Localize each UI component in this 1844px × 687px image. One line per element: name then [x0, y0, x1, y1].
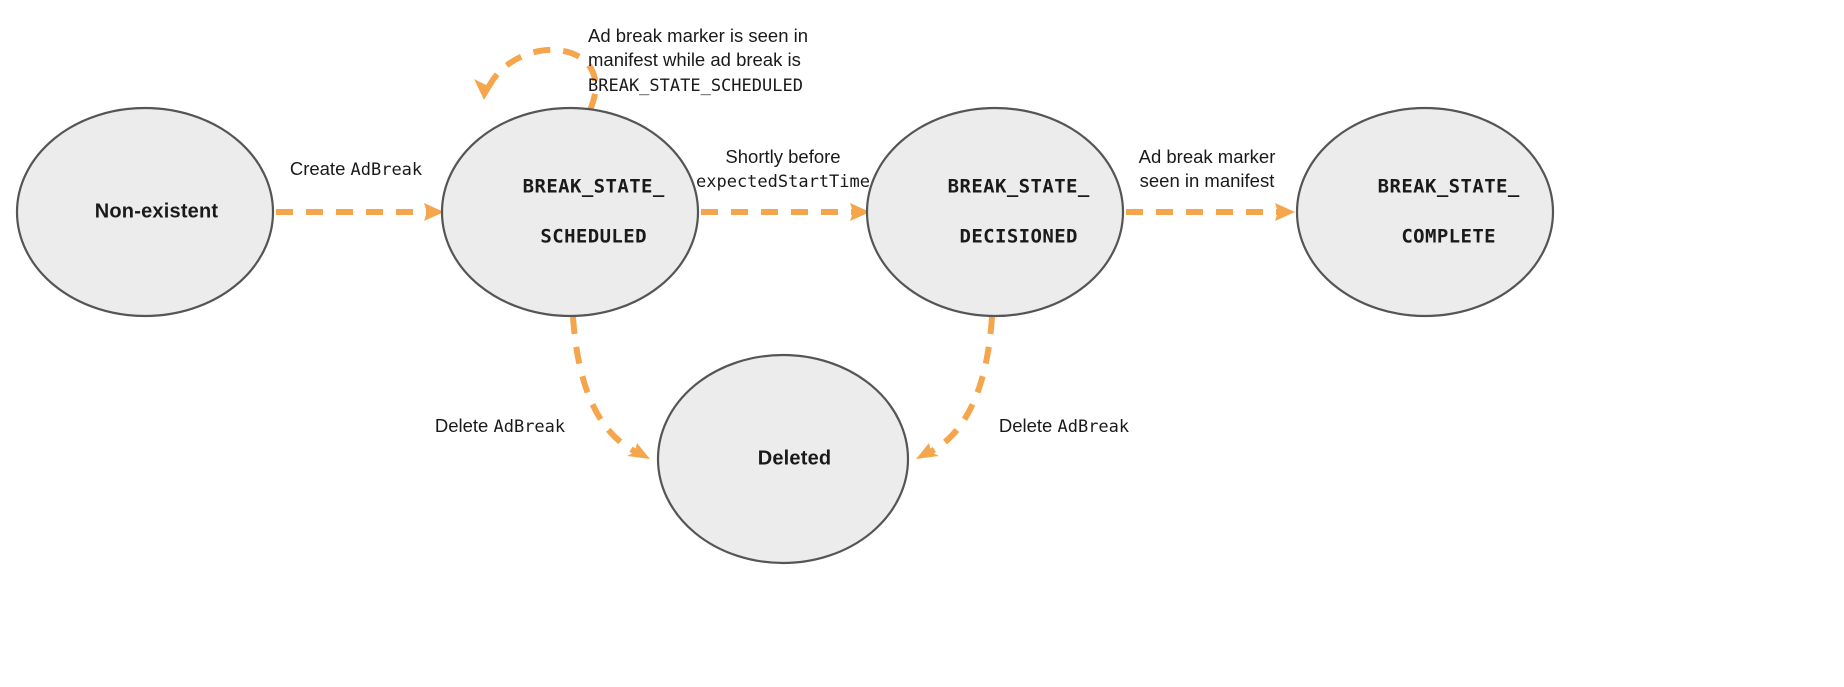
node-label-line2: DECISIONED — [959, 225, 1078, 248]
text-token: Create — [289, 158, 351, 179]
edge-label-line2: seen in manifest — [1139, 169, 1276, 193]
text-token: Delete — [998, 415, 1058, 436]
edge-label-line3: BREAK_STATE_SCHEDULED — [588, 73, 808, 97]
code-token: AdBreak — [1057, 417, 1130, 437]
arrow-head-icon — [474, 79, 496, 100]
edge-label-line2: expectedStartTime — [696, 169, 870, 193]
edge-label-line1: Delete AdBreak — [999, 414, 1129, 438]
node-label-line2: SCHEDULED — [540, 225, 647, 248]
edge-label-delete-from-scheduled: Delete AdBreak — [435, 414, 565, 438]
edge-label-line1: Create AdBreak — [290, 157, 422, 181]
node-break-state-complete[interactable] — [1295, 106, 1555, 318]
node-label-line1: Non-existent — [94, 200, 219, 223]
edge-label-line1: Shortly before — [696, 145, 870, 169]
node-label-line1: BREAK_STATE_ — [947, 175, 1090, 198]
arrow-head-icon — [627, 443, 650, 459]
edge-line — [570, 316, 638, 455]
node-label-break-state-complete: BREAK_STATE_ COMPLETE — [1330, 149, 1520, 274]
edge-self-loop-scheduled — [474, 46, 599, 112]
arrow-head-icon — [424, 203, 444, 221]
code-token: BREAK_STATE_SCHEDULED — [588, 75, 803, 96]
node-label-break-state-decisioned: BREAK_STATE_ DECISIONED — [900, 149, 1090, 274]
code-token: AdBreak — [493, 417, 566, 437]
edge-line — [928, 316, 995, 455]
node-deleted[interactable] — [656, 353, 910, 565]
code-token: AdBreak — [350, 160, 423, 180]
edge-shortly-before — [701, 203, 870, 221]
text-token: Ad break marker — [1138, 146, 1276, 167]
node-label-line1: BREAK_STATE_ — [1377, 175, 1520, 198]
arrow-head-icon — [916, 443, 939, 459]
text-token: manifest while ad break is — [588, 49, 801, 71]
node-label-line1: Deleted — [757, 447, 832, 470]
edge-label-line2: manifest while ad break is — [588, 48, 808, 72]
node-label-break-state-scheduled: BREAK_STATE_ SCHEDULED — [475, 149, 665, 274]
edge-label-create-adbreak: Create AdBreak — [290, 157, 422, 181]
arrow-head-icon — [1275, 203, 1295, 221]
edge-label-delete-from-decisioned: Delete AdBreak — [999, 414, 1129, 438]
node-label-line1: BREAK_STATE_ — [522, 175, 665, 198]
text-token: Delete — [434, 415, 494, 436]
edge-create-adbreak — [276, 203, 444, 221]
node-label-non-existent: Non-existent — [72, 172, 219, 251]
text-token: seen in manifest — [1139, 170, 1275, 192]
edge-delete-from-scheduled — [570, 316, 650, 459]
arrow-head-icon — [850, 203, 870, 221]
edge-label-line1: Ad break marker is seen in — [588, 24, 808, 48]
node-break-state-decisioned[interactable] — [865, 106, 1125, 318]
node-non-existent[interactable] — [15, 106, 275, 318]
text-token: Ad break marker is seen in — [588, 25, 809, 46]
edge-line — [486, 46, 599, 112]
edge-label-shortly-before: Shortly before expectedStartTime — [696, 145, 870, 194]
text-token: Shortly before — [725, 146, 841, 167]
edge-delete-from-decisioned — [916, 316, 995, 459]
edge-label-marker-seen-in-manifest: Ad break marker seen in manifest — [1139, 145, 1276, 194]
edge-label-line1: Delete AdBreak — [435, 414, 565, 438]
edge-label-self-loop-scheduled: Ad break marker is seen in manifest while… — [588, 24, 808, 97]
edge-label-line1: Ad break marker — [1139, 145, 1276, 169]
code-token: expectedStartTime — [696, 172, 870, 193]
node-label-line2: COMPLETE — [1401, 225, 1497, 248]
node-label-deleted: Deleted — [735, 419, 832, 498]
edge-marker-seen-in-manifest — [1126, 203, 1295, 221]
node-break-state-scheduled[interactable] — [440, 106, 700, 318]
